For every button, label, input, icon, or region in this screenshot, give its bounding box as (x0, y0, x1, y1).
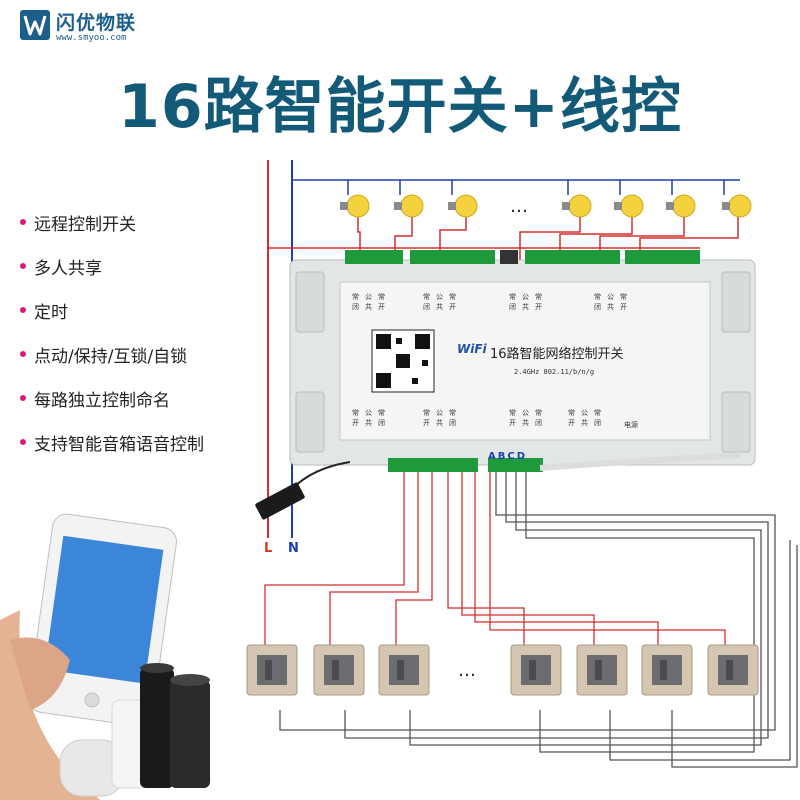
controller-device (255, 250, 756, 520)
wall-switch-icon (576, 644, 628, 696)
light-bulb-icon (722, 194, 752, 218)
terminal-label: 公共 (365, 409, 372, 427)
live-label: L (264, 541, 273, 556)
terminal-label: 常开 (568, 409, 575, 427)
device-title: 16路智能网络控制开关 (490, 347, 624, 362)
switch-ellipsis: … (458, 660, 476, 681)
light-bulb-icon (614, 194, 644, 218)
bullet-icon (20, 263, 26, 269)
wall-switch-icon (510, 644, 562, 696)
terminal-label: 常开 (535, 293, 542, 311)
terminal-label: 常开 (378, 293, 385, 311)
page-title: 16路智能开关+线控 (118, 72, 682, 142)
light-bulb-icon (448, 194, 478, 218)
terminal-label: 常开 (423, 409, 430, 427)
bulb-wires (347, 180, 739, 262)
terminal-label: 常开 (620, 293, 627, 311)
terminal-label: 公共 (436, 409, 443, 427)
wall-switch-icon (246, 644, 298, 696)
device-spec: 2.4GHz 802.11/b/n/g (514, 368, 595, 376)
feature-item: 多人共享 (20, 244, 204, 288)
terminal-label: 常闭 (535, 409, 542, 427)
terminal-label: 公共 (522, 293, 529, 311)
light-bulb-icons (340, 194, 752, 218)
bulb-ellipsis: … (510, 196, 528, 217)
feature-item: 点动/保持/互锁/自锁 (20, 332, 204, 376)
input-terminal-label: ABCD (488, 451, 528, 462)
feature-item: 每路独立控制命名 (20, 376, 204, 420)
terminal-label: 常闭 (594, 293, 601, 311)
terminal-label: 公共 (522, 409, 529, 427)
light-bulb-icon (562, 194, 592, 218)
wall-switch-icon (641, 644, 693, 696)
switch-wires (264, 472, 798, 768)
power-label: 电源 (624, 421, 638, 429)
bullet-icon (20, 351, 26, 357)
terminal-label: 常开 (449, 293, 456, 311)
neutral-label: N (288, 541, 299, 556)
wall-switch-icons (246, 644, 759, 696)
light-bulb-icon (340, 194, 370, 218)
terminal-label: 常闭 (509, 293, 516, 311)
bullet-icon (20, 439, 26, 445)
brand-name: 闪优物联 (56, 12, 137, 34)
terminal-label: 公共 (581, 409, 588, 427)
feature-item: 支持智能音箱语音控制 (20, 420, 204, 464)
terminal-label: 常开 (352, 409, 359, 427)
wifi-logo: WiFi (457, 342, 487, 356)
qr-code-icon (371, 329, 435, 393)
brand-logo-icon (20, 10, 50, 40)
wall-switch-icon (313, 644, 365, 696)
feature-list: 远程控制开关 多人共享 定时 点动/保持/互锁/自锁 每路独立控制命名 支持智能… (20, 200, 204, 464)
terminal-label: 公共 (607, 293, 614, 311)
bullet-icon (20, 307, 26, 313)
smart-speaker-icons (59, 663, 210, 797)
terminal-label: 常闭 (594, 409, 601, 427)
wall-switch-icon (378, 644, 430, 696)
terminal-label: 常闭 (423, 293, 430, 311)
terminal-label: 公共 (436, 293, 443, 311)
terminal-label: 常闭 (449, 409, 456, 427)
feature-item: 定时 (20, 288, 204, 332)
feature-item: 远程控制开关 (20, 200, 204, 244)
bullet-icon (20, 219, 26, 225)
terminal-label: 公共 (365, 293, 372, 311)
smartphone-in-hand-illustration (0, 513, 177, 800)
wall-switch-icon (707, 644, 759, 696)
terminal-label: 常闭 (378, 409, 385, 427)
light-bulb-icon (666, 194, 696, 218)
bullet-icon (20, 395, 26, 401)
terminal-label: 常闭 (352, 293, 359, 311)
light-bulb-icon (394, 194, 424, 218)
brand-url: www.smyoo.com (56, 33, 127, 43)
terminal-label: 常开 (509, 409, 516, 427)
